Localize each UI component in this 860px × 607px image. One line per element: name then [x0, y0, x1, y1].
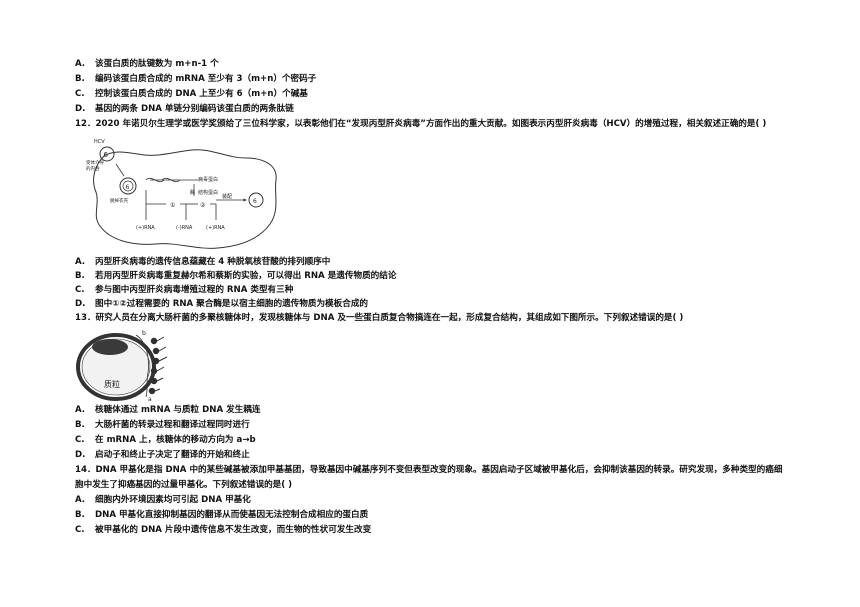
step-2-label: ② [200, 202, 206, 209]
enzyme-label: 酶 [190, 189, 195, 196]
q13-polysome-figure: 质粒 b a [76, 330, 168, 402]
q11-option-a: A.该蛋白质的肽键数为 m+n-1 个 [75, 59, 219, 69]
receptor-label: 受体介导 [86, 159, 104, 166]
uncoating-label: 脱掉衣壳 [110, 197, 128, 204]
plasmid-label: 质粒 [104, 379, 120, 389]
q13-option-a: A.核糖体通过 mRNA 与质粒 DNA 发生耦连 [75, 405, 261, 415]
plus-rna-label-1: (+)RNA [136, 225, 155, 231]
q12-option-d: D.图中①②过程需要的 RNA 聚合酶是以宿主细胞的遗传物质为模板合成的 [75, 299, 369, 309]
hcv-symbol: 6 [104, 151, 109, 159]
q13-option-d: D.启动子和终止子决定了翻译的开始和终止 [75, 450, 250, 460]
q14-option-a: A.细胞内外环境因素均可引起 DNA 甲基化 [75, 495, 251, 505]
q11-option-c: C.控制该蛋白质合成的 DNA 上至少有 6（m+n）个碱基 [75, 89, 308, 99]
structural-protein-label: 结构蛋白 [198, 189, 218, 196]
q14-stem-line-2: 胞中发生了抑癌基因的过量甲基化。下列叙述错误的是( ) [75, 480, 293, 490]
q14-option-b: B.DNA 甲基化直接抑制基因的翻译从而使基因无法控制合成相应的蛋白质 [75, 510, 369, 520]
q14-option-c: C.被甲基化的 DNA 片段中遗传信息不发生改变，而生物的性状可发生改变 [75, 525, 372, 535]
endocytosis-label: 的内吞 [86, 165, 100, 172]
q13-stem: 13．研究人员在分离大肠杆菌的多聚核糖体时，发现核糖体与 DNA 及一些蛋白质复… [75, 313, 684, 323]
svg-text:6: 6 [126, 184, 130, 191]
hcv-label: HCV [94, 139, 105, 145]
q13-option-c: C.在 mRNA 上，核糖体的移动方向为 a→b [75, 435, 256, 445]
plus-rna-label-2: (+)RNA [206, 225, 225, 231]
q12-option-c: C.参与图中丙型肝炎病毒增殖过程的 RNA 类型有三种 [75, 285, 294, 295]
q12-hcv-figure: 6 HCV 受体介导 的内吞 6 脱掉衣壳 病毒蛋白 酶 结构蛋白 ① ② 装配… [86, 139, 277, 249]
step-1-label: ① [170, 202, 175, 209]
minus-rna-label: (-)RNA [176, 225, 193, 231]
svg-text:6: 6 [253, 198, 257, 205]
q12-option-a: A.丙型肝炎病毒的遗传信息蕴藏在 4 种脱氧核苷酸的排列顺序中 [75, 257, 331, 267]
q14-stem-line-1: 14．DNA 甲基化是指 DNA 中的某些碱基被添加甲基基团，导致基因中碱基序列… [75, 465, 783, 475]
end-label-a: a [148, 396, 152, 402]
q12-stem: 12．2020 年诺贝尔生理学或医学奖颁给了三位科学家，以表彰他们在“发现丙型肝… [75, 119, 767, 129]
q11-option-d: D.基因的两条 DNA 单链分别编码该蛋白质的两条肽链 [75, 104, 294, 114]
end-label-b: b [142, 330, 146, 337]
q11-option-b: B.编码该蛋白质合成的 mRNA 至少有 3（m+n）个密码子 [75, 74, 317, 84]
q13-option-b: B.大肠杆菌的转录过程和翻译过程同时进行 [75, 420, 250, 430]
virus-protein-label: 病毒蛋白 [198, 176, 218, 183]
q12-option-b: B.若用丙型肝炎病毒重复赫尔希和蔡斯的实验，可以得出 RNA 是遗传物质的结论 [75, 271, 397, 281]
assembly-label: 装配 [222, 193, 232, 200]
